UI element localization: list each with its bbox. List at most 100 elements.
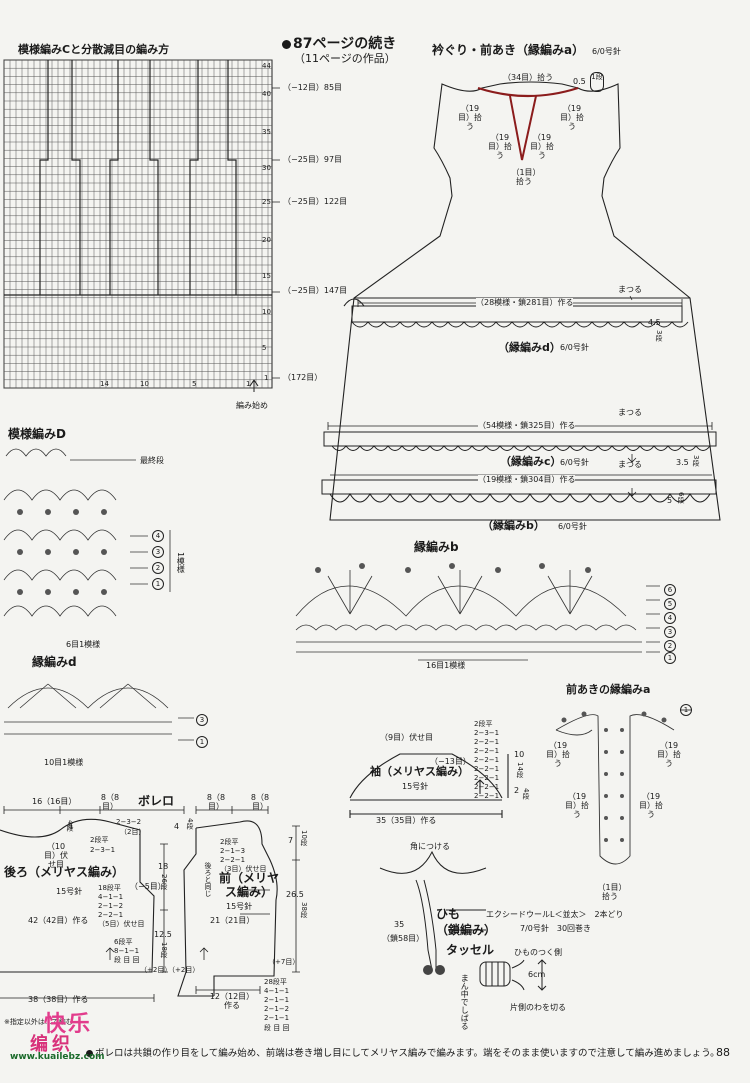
bottom-note: ※指定以外は…で編む: [4, 1018, 73, 1026]
edge-c-label: （縁編みc）: [500, 455, 562, 468]
pick-19c: （19目）拾う: [488, 133, 512, 161]
bottom-width: 38（38目）作る: [28, 995, 89, 1004]
mark-1: まつる: [618, 285, 642, 294]
edge-d-repeat: 10目1模様: [44, 758, 84, 767]
work-ref: （11ページの作品）: [294, 52, 396, 65]
edge-d-title: 縁編みd: [32, 655, 77, 669]
front-hr: 38段: [300, 902, 309, 918]
repeat-st: 6目1模様: [66, 640, 101, 649]
pick-1: （1目）拾う: [511, 168, 537, 187]
front-width: 21（21目）: [210, 916, 255, 925]
back-rows: 4段: [66, 820, 75, 832]
sleeve-width: 35（35目）作る: [376, 816, 437, 825]
back-m5: （−5目）: [130, 882, 166, 891]
back-needle: 15号針: [56, 887, 83, 896]
sleeve-hr: 14段: [516, 762, 525, 778]
tassel-size: 6cm: [528, 970, 546, 979]
band2-cm: 3.5: [676, 458, 689, 467]
front-plus7: （+7目）: [268, 958, 300, 966]
continued-heading: 87ページの続き: [282, 36, 396, 52]
count-122: （−25目）122目: [283, 197, 348, 206]
edge-d-row-1: 1: [196, 736, 208, 748]
neck-rows: 0.5: [573, 77, 586, 86]
sleeve-edge: 2: [514, 786, 520, 795]
last-row-label: 最終段: [140, 456, 164, 465]
front-bottom: 12（12目）作る: [209, 992, 255, 1011]
front-pick-mr: （19目）拾う: [639, 792, 663, 820]
tassel-mid: まん中でしばる: [460, 974, 470, 1030]
edge-d-row-3: 3: [196, 714, 208, 726]
top-band: （28模様・鎖281目）作る: [476, 298, 574, 308]
count-85: （−12目）85目: [283, 83, 343, 92]
edge-d-needle: 6/0号針: [560, 343, 589, 352]
tie-h: 35: [394, 920, 405, 929]
row-num-1: 1: [264, 374, 269, 382]
pick-19d: （19目）拾う: [530, 133, 554, 161]
watermark-logo: 快乐 编织 www.kuailebz.com: [10, 1012, 105, 1062]
row-num-10: 10: [262, 308, 271, 316]
sleeve-needle: 15号針: [402, 782, 429, 791]
mid-band: （54模様・鎖325目）作る: [478, 421, 576, 431]
tassel-attach: ひものつく側: [514, 948, 562, 957]
tie-needle: 7/0号針 30回巻き: [520, 924, 592, 933]
row-3: 3: [152, 546, 164, 558]
front-sh-r: 8（8目）: [250, 793, 270, 812]
back-h1r: 26段: [160, 874, 169, 890]
chart-c-title: 模様編みCと分散減目の編み方: [18, 43, 170, 56]
count-147: （−25目）147目: [283, 286, 348, 295]
low-band: （19模様・鎖304目）作る: [478, 475, 576, 485]
front-neck-rows: 10段: [300, 830, 309, 846]
front-sh-l: 8（8目）: [206, 793, 226, 812]
row-num-25: 25: [262, 198, 271, 206]
tassel-label: タッセル: [446, 943, 495, 957]
chart-c-grid: [3, 59, 280, 392]
front-cm4: 4: [174, 822, 180, 831]
back-cm: 4: [68, 822, 74, 831]
count-97: （−25目）97目: [283, 155, 343, 164]
pick-19a: （19目）拾う: [458, 104, 482, 132]
row-4: 4: [152, 530, 164, 542]
edge-b-row-6: 6: [664, 584, 676, 596]
col-num-5: 5: [192, 380, 197, 388]
col-num-10: 10: [140, 380, 149, 388]
plus2b: （+2目）: [168, 966, 200, 974]
front-pick-b: （1目）拾う: [597, 883, 623, 902]
edge-b-repeat: 16目1模様: [426, 661, 466, 670]
back-h2r: 18段: [160, 942, 169, 958]
band3-cm: 5: [667, 496, 673, 505]
mark-3: まつる: [618, 460, 642, 469]
front-edge-title: 前あきの縁編みa: [566, 683, 651, 696]
edge-b-row-1: 1: [664, 652, 676, 664]
mark-2: まつる: [618, 408, 642, 417]
neck-row-n: 1段: [590, 72, 604, 92]
neck-title: 衿ぐり・前あき（縁編みa）: [432, 43, 585, 57]
row-num-44: 44: [262, 62, 271, 70]
same-as-back: 後ろと同じ: [204, 862, 213, 897]
row-1: 1: [152, 578, 164, 590]
tassel-cut: 片側のわを切る: [510, 1003, 566, 1012]
row-2: 2: [152, 562, 164, 574]
edge-b-title: 縁編みb: [414, 540, 459, 554]
front-label: 前（メリヤス編み）: [218, 871, 279, 899]
tie-chain: （鎖58目）: [382, 934, 425, 943]
sleeve-edge-r: 4段: [522, 788, 531, 800]
front-pick-ml: （19目）拾う: [565, 792, 589, 820]
front-edge-row: 1: [680, 704, 692, 716]
row-num-30: 30: [262, 164, 271, 172]
edge-d-diagram: [4, 683, 194, 741]
front-edge-diagram: [555, 709, 692, 865]
row-num-5: 5: [262, 344, 267, 352]
sleeve-h: 10: [514, 750, 525, 759]
back-h2: 12.5: [154, 930, 172, 939]
edge-b-needle: 6/0号針: [558, 522, 587, 531]
edge-c-needle: 6/0号針: [560, 458, 589, 467]
plus2a: （+2目）: [140, 966, 172, 974]
tie-diagram: [379, 850, 487, 975]
footer-note: ボレロは共鎖の作り目をして編み始め、前端は巻き増し目にしてメリヤス編みで編みます…: [86, 1048, 720, 1060]
back-width: 42（42目）作る: [28, 916, 89, 926]
front-h: 26.5: [286, 890, 304, 899]
front-pick-l: （19目）拾う: [546, 741, 570, 769]
row-num-15: 15: [262, 272, 271, 280]
edge-b-diagram: [295, 563, 660, 661]
edge-b-row-4: 4: [664, 612, 676, 624]
